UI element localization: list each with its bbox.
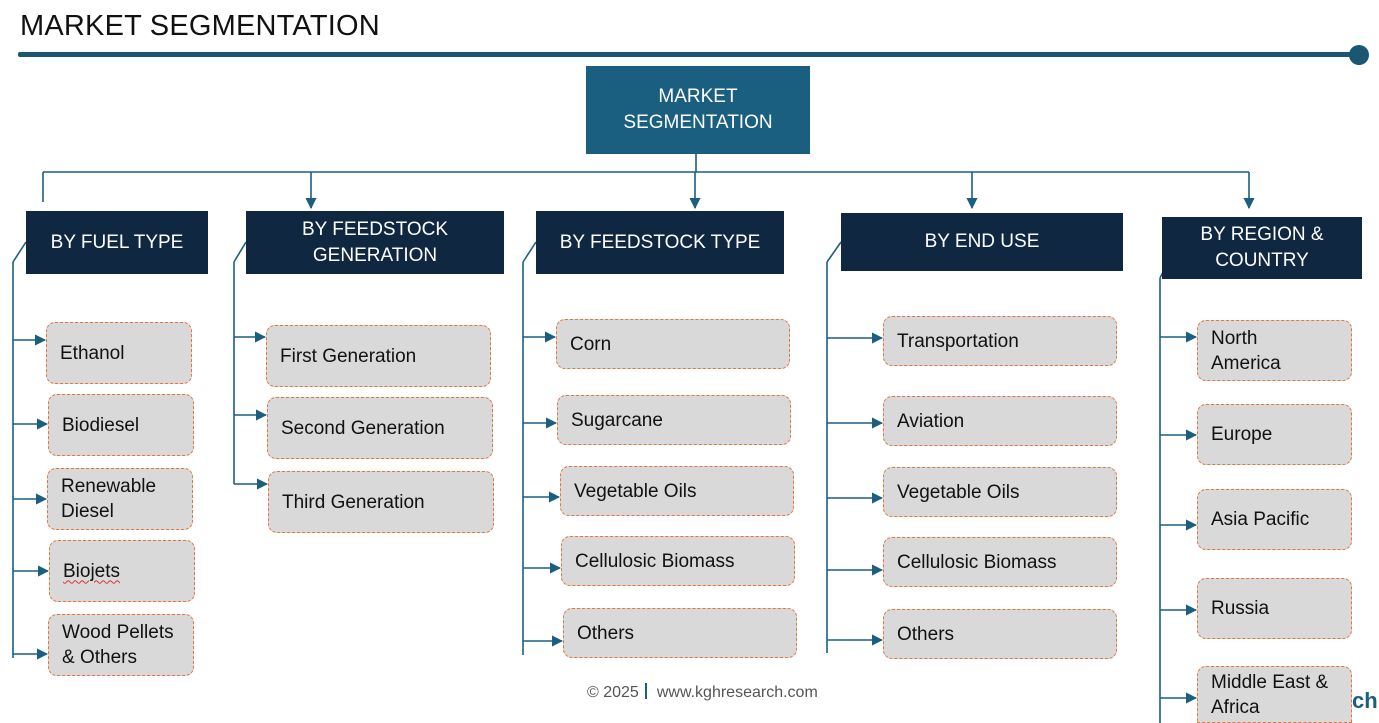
category-feedstock-type: BY FEEDSTOCK TYPE bbox=[536, 211, 784, 274]
category-feedstock-generation: BY FEEDSTOCK GENERATION bbox=[246, 211, 504, 274]
category-label: BY END USE bbox=[924, 231, 1040, 252]
segment-item-label: Asia Pacific bbox=[1211, 509, 1310, 530]
segment-item-label: Biojets bbox=[63, 560, 121, 582]
segment-item: Second Generation bbox=[267, 397, 493, 459]
segment-item-label: Middle East & Africa bbox=[1211, 671, 1329, 718]
segment-item-label: Renewable Diesel bbox=[61, 476, 157, 522]
segment-item: Cellulosic Biomass bbox=[561, 536, 795, 586]
segment-item: Renewable Diesel bbox=[47, 468, 193, 530]
segment-item: Vegetable Oils bbox=[883, 467, 1117, 517]
segment-item-label: Others bbox=[897, 623, 955, 645]
title-rule-end-dot bbox=[1349, 45, 1369, 65]
segment-item-label: Vegetable Oils bbox=[897, 481, 1020, 503]
segment-item-label: Sugarcane bbox=[571, 409, 663, 431]
segment-item-label: Cellulosic Biomass bbox=[575, 550, 735, 572]
segment-item: Transportation bbox=[883, 316, 1117, 366]
category-label: BY FEEDSTOCK GENERATION bbox=[301, 218, 449, 266]
column-spine-elbow bbox=[233, 241, 247, 263]
brand-logo-fragment: ch bbox=[1352, 688, 1378, 713]
segment-item: Asia Pacific bbox=[1197, 489, 1352, 550]
segment-item: First Generation bbox=[266, 325, 491, 387]
segment-item: Cellulosic Biomass bbox=[883, 537, 1117, 587]
segment-item: Biojets bbox=[49, 540, 195, 602]
segment-item-label: Cellulosic Biomass bbox=[897, 551, 1057, 573]
footer-separator bbox=[644, 683, 647, 699]
segment-item: Russia bbox=[1197, 578, 1352, 639]
segment-item-label: Vegetable Oils bbox=[574, 480, 697, 502]
title-rule bbox=[18, 52, 1360, 57]
segment-item-label: Wood Pellets & Others bbox=[62, 622, 174, 668]
category-label: BY FEEDSTOCK TYPE bbox=[559, 231, 761, 253]
column-spine-elbow bbox=[522, 241, 537, 263]
segment-item: Corn bbox=[556, 319, 790, 369]
page-title: MARKET SEGMENTATION bbox=[20, 10, 380, 42]
segment-item-label: Transportation bbox=[897, 330, 1019, 352]
segment-item: Aviation bbox=[883, 396, 1117, 446]
root-node-label: MARKET SEGMENTATION bbox=[623, 86, 773, 133]
segment-item: Others bbox=[883, 609, 1117, 659]
segment-item-label: Aviation bbox=[897, 410, 965, 432]
root-node: MARKET SEGMENTATION bbox=[586, 66, 810, 154]
column-spine-elbow bbox=[12, 241, 27, 263]
category-region-country: BY REGION & COUNTRY bbox=[1162, 217, 1362, 279]
category-end-use: BY END USE bbox=[841, 213, 1123, 271]
segment-item-label: Europe bbox=[1211, 424, 1273, 445]
segment-item-label: Russia bbox=[1211, 598, 1270, 619]
segment-item: Biodiesel bbox=[48, 394, 194, 456]
footer: © 2025 www.kghresearch.com bbox=[587, 683, 818, 702]
column-spine-elbow bbox=[826, 241, 842, 263]
segment-item: Others bbox=[563, 608, 797, 658]
segment-item: Europe bbox=[1197, 404, 1352, 465]
segment-item: Vegetable Oils bbox=[560, 466, 794, 516]
segment-item: Ethanol bbox=[46, 322, 192, 384]
copyright-text: © 2025 bbox=[587, 684, 639, 701]
segment-item-label: Others bbox=[577, 622, 635, 644]
website-link[interactable]: www.kghresearch.com bbox=[656, 684, 818, 701]
segment-item: Wood Pellets & Others bbox=[48, 614, 194, 676]
segment-item-label: First Generation bbox=[280, 345, 417, 367]
segment-item-label: Third Generation bbox=[282, 491, 425, 513]
segment-item: Sugarcane bbox=[557, 395, 791, 445]
segment-item-label: Ethanol bbox=[60, 342, 125, 364]
category-fuel-type: BY FUEL TYPE bbox=[26, 211, 208, 274]
segment-item: North America bbox=[1197, 320, 1352, 381]
segment-item-label: Corn bbox=[570, 333, 612, 355]
category-label: BY REGION & COUNTRY bbox=[1200, 224, 1324, 271]
segment-item: Third Generation bbox=[268, 471, 494, 533]
category-label: BY FUEL TYPE bbox=[50, 231, 184, 253]
segment-item: Middle East & Africa bbox=[1197, 666, 1352, 723]
segment-item-label: Second Generation bbox=[281, 417, 445, 439]
segment-item-label: North America bbox=[1211, 327, 1281, 374]
segment-item-label: Biodiesel bbox=[62, 414, 140, 436]
